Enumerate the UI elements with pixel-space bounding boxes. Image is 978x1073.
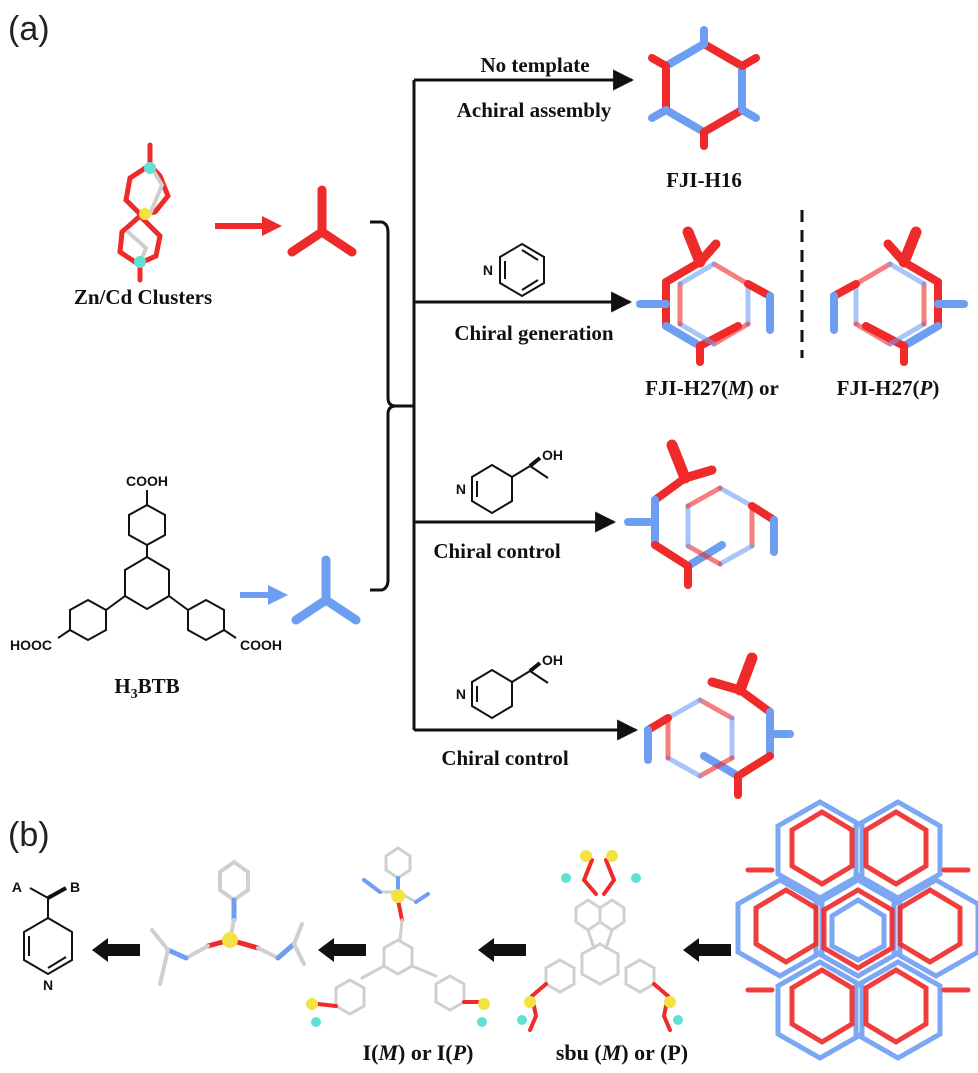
bottom-arrow-3 bbox=[478, 938, 526, 962]
sbu-structure bbox=[517, 850, 683, 1032]
chiral-control-product-2 bbox=[644, 652, 794, 799]
cluster-label: Zn/Cd Clusters bbox=[74, 285, 212, 309]
label-fji-h27-p: FJI-H27(P) bbox=[837, 376, 940, 400]
label-chiral-control-1: Chiral control bbox=[433, 539, 561, 563]
bottom-arrow-4 bbox=[683, 938, 731, 962]
template-2-oh: OH bbox=[542, 652, 563, 668]
label-achiral-assembly: Achiral assembly bbox=[457, 98, 612, 122]
h3btb-label: H3BTB bbox=[114, 674, 179, 702]
red-arrow-head bbox=[262, 216, 282, 236]
blue-tritopic-node bbox=[291, 555, 361, 625]
framework-3d-view bbox=[735, 799, 978, 1061]
chiral-control-product-1 bbox=[624, 439, 778, 589]
merge-brace bbox=[370, 220, 397, 592]
label-i-m-or-i-p: I(M) or I(P) bbox=[363, 1040, 474, 1065]
panel-label-a: (a) bbox=[8, 10, 50, 48]
fji-h27-m-network bbox=[636, 226, 774, 366]
cooh-right: COOH bbox=[240, 637, 282, 653]
template-1-oh: OH bbox=[542, 447, 563, 463]
chiral-template-2 bbox=[471, 661, 549, 720]
cooh-top: COOH bbox=[126, 473, 168, 489]
bottom-arrows bbox=[92, 938, 731, 962]
zn-cd-cluster-model bbox=[117, 142, 171, 283]
label-sbu: sbu (M) or (P) bbox=[556, 1040, 688, 1065]
label-chiral-control-2: Chiral control bbox=[441, 746, 569, 770]
fji-h16-network bbox=[648, 26, 760, 150]
bottom-arrow-1 bbox=[92, 938, 140, 962]
template-1-n: N bbox=[456, 481, 466, 497]
blue-arrow-head bbox=[268, 585, 288, 605]
template-2-n: N bbox=[456, 686, 466, 702]
pyridine-n: N bbox=[483, 262, 493, 278]
ab-pyridine-structure bbox=[23, 886, 73, 976]
panel-label-b: (b) bbox=[8, 816, 50, 854]
red-tritopic-node bbox=[287, 185, 357, 257]
atom-a: A bbox=[12, 879, 22, 895]
coordination-fragment bbox=[150, 859, 306, 986]
chiral-template-1 bbox=[471, 456, 549, 515]
hooc-left: HOOC bbox=[10, 637, 52, 653]
i-m-structure bbox=[306, 846, 490, 1027]
label-fji-h27-m: FJI-H27(M) or bbox=[645, 376, 779, 400]
label-chiral-generation: Chiral generation bbox=[454, 321, 614, 345]
label-fji-h16: FJI-H16 bbox=[666, 168, 742, 192]
pyridine-template bbox=[499, 242, 545, 298]
fji-h27-p-network bbox=[830, 226, 968, 366]
atom-n: N bbox=[43, 977, 53, 993]
h3btb-structure bbox=[57, 490, 237, 642]
label-no-template: No template bbox=[480, 53, 589, 77]
atom-b: B bbox=[70, 879, 80, 895]
bottom-arrow-2 bbox=[318, 938, 366, 962]
